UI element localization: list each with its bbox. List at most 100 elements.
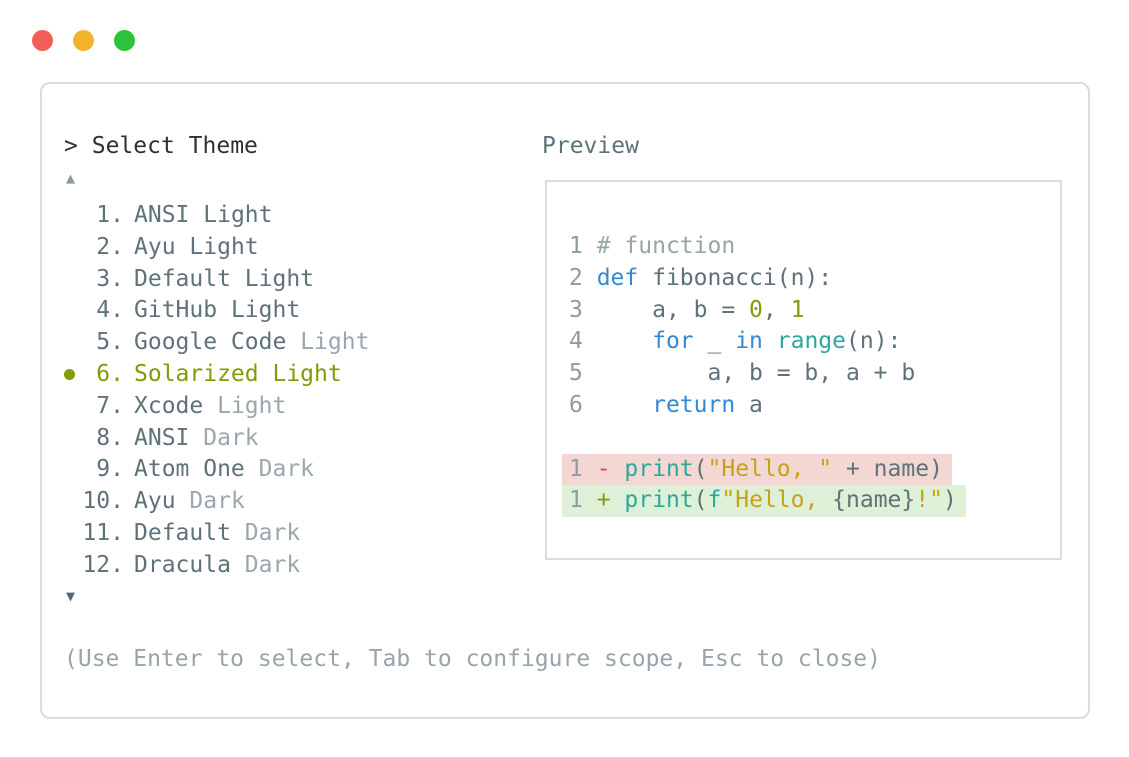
code-line: 2 def fibonacci(n): [547, 263, 1060, 295]
code-token-str: "Hello, " [707, 455, 833, 482]
code-token-str: "Hello, [721, 487, 833, 514]
theme-number: 5. [96, 329, 124, 356]
theme-item-default-dark[interactable]: 11. Default Dark [64, 518, 369, 550]
code-token-code [597, 328, 652, 354]
code-line: 6 return a [547, 390, 1060, 422]
page-title: Select Theme [91, 133, 258, 159]
bullet-slot [64, 486, 82, 518]
theme-variant: Light [189, 233, 259, 260]
theme-variant: Dark [258, 456, 315, 483]
code-token-plus: + [596, 487, 625, 514]
bullet-slot [64, 391, 82, 423]
code-token-code [763, 328, 777, 354]
theme-variant: Light [230, 297, 301, 324]
code-token-keyword: return [652, 391, 736, 418]
bullet-slot [64, 295, 82, 327]
code-token-code: + name) [832, 455, 943, 482]
theme-item-dracula-dark[interactable]: 12.Dracula Dark [64, 550, 369, 582]
code-token-comment: # function [596, 233, 736, 259]
code-line: 5 a, b = b, a + b [547, 358, 1060, 390]
code-token-teal: range [776, 328, 846, 355]
theme-number: 7. [96, 392, 124, 419]
preview-label: Preview [542, 133, 639, 159]
bullet-slot [64, 264, 82, 296]
code-token-code: a, b = b, a + b [596, 360, 916, 387]
prompt-caret: > [64, 133, 78, 159]
theme-name: ANSI [134, 202, 190, 228]
code-token-minus: - [596, 455, 625, 482]
code-token-teal: f [707, 487, 722, 514]
code-token-code: ( [693, 455, 708, 482]
theme-name: Xcode [134, 392, 204, 419]
code-token-code: , [762, 296, 791, 323]
theme-item-ansi-light[interactable]: 1. ANSI Light [64, 200, 369, 232]
theme-name: Dracula [134, 551, 231, 578]
preview-box: 1 # function 2 def fibonacci(n):3 a, b = … [545, 180, 1062, 560]
theme-item-github-light[interactable]: 4.GitHub Light [64, 295, 369, 327]
theme-number: 1. [96, 202, 124, 228]
theme-picker-panel: > Select Theme ▲ 1. ANSI Light 2. Ayu Light… [40, 82, 1090, 719]
line-number: 5 [569, 360, 597, 387]
code-token-numlit: 0 [749, 296, 763, 323]
theme-name: Ayu [134, 233, 176, 260]
theme-number: 2. [96, 233, 124, 260]
theme-name: Atom One [134, 456, 245, 483]
theme-name: Ayu [134, 488, 176, 515]
theme-item-solarized-light[interactable]: 6.Solarized Light [64, 359, 369, 391]
code-token-code: fibonacci(n): [638, 264, 833, 291]
code-line: 3 a, b = 0, 1 [547, 295, 1060, 327]
code-token-code [597, 392, 652, 418]
line-number: 1 [569, 487, 597, 514]
theme-variant: Dark [244, 519, 301, 546]
theme-item-default-light[interactable]: 3.Default Light [64, 264, 369, 296]
theme-name: GitHub [134, 297, 218, 324]
code-token-teal: print [624, 455, 694, 482]
code-token-code: a [735, 391, 763, 418]
zoom-button[interactable] [114, 30, 135, 51]
theme-number: 11. [82, 519, 124, 546]
diff-highlight: 1 - print("Hello, " + name) [562, 453, 952, 486]
theme-variant: Light [203, 202, 273, 228]
code-token-code: ) [942, 487, 957, 514]
scroll-down-icon[interactable]: ▼ [66, 587, 76, 605]
bullet-slot [64, 232, 82, 264]
code-token-keyword: in [735, 328, 763, 355]
bullet-slot [64, 550, 82, 582]
theme-item-xcode-light[interactable]: 7. Xcode Light [64, 391, 369, 423]
theme-item-ansi-dark[interactable]: 8.ANSI Dark [64, 423, 369, 455]
code-token-code: a, b = [596, 296, 750, 323]
code-token-keyword: for [652, 328, 694, 355]
bullet-slot [64, 518, 82, 550]
theme-variant: Light [300, 329, 370, 356]
theme-number: 6. [96, 360, 124, 387]
theme-name: Google Code [134, 329, 287, 356]
line-number: 1 [569, 233, 597, 259]
code-token-keyword: def [596, 264, 639, 291]
bullet-slot [64, 200, 82, 232]
code-token-teal: print [624, 487, 694, 514]
theme-item-google-code-light[interactable]: 5. Google Code Light [64, 327, 369, 359]
theme-number: 3. [96, 265, 124, 292]
theme-number: 12. [82, 551, 124, 578]
theme-name: Default [134, 519, 231, 546]
close-button[interactable] [32, 30, 53, 51]
minimize-button[interactable] [73, 30, 94, 51]
line-number: 1 [569, 455, 597, 482]
theme-item-ayu-light[interactable]: 2. Ayu Light [64, 232, 369, 264]
selected-bullet-icon [64, 369, 75, 381]
theme-name: Default [134, 265, 231, 292]
code-token-code: {name} [832, 487, 916, 514]
theme-variant: Light [217, 392, 287, 419]
theme-item-atom-one-dark[interactable]: 9.Atom One Dark [64, 454, 369, 486]
theme-variant: Dark [189, 488, 245, 515]
theme-item-ayu-dark[interactable]: 10. Ayu Dark [64, 486, 369, 518]
code-token-code: ( [693, 487, 708, 514]
diff-line-added: 1 + print(f"Hello, {name}!") [547, 485, 1060, 518]
theme-name: ANSI [134, 424, 190, 451]
bullet-slot [64, 454, 82, 486]
line-number: 3 [569, 296, 597, 323]
theme-number: 10. [82, 488, 124, 515]
code-token-code: _ [693, 328, 736, 355]
scroll-up-icon[interactable]: ▲ [66, 169, 76, 187]
